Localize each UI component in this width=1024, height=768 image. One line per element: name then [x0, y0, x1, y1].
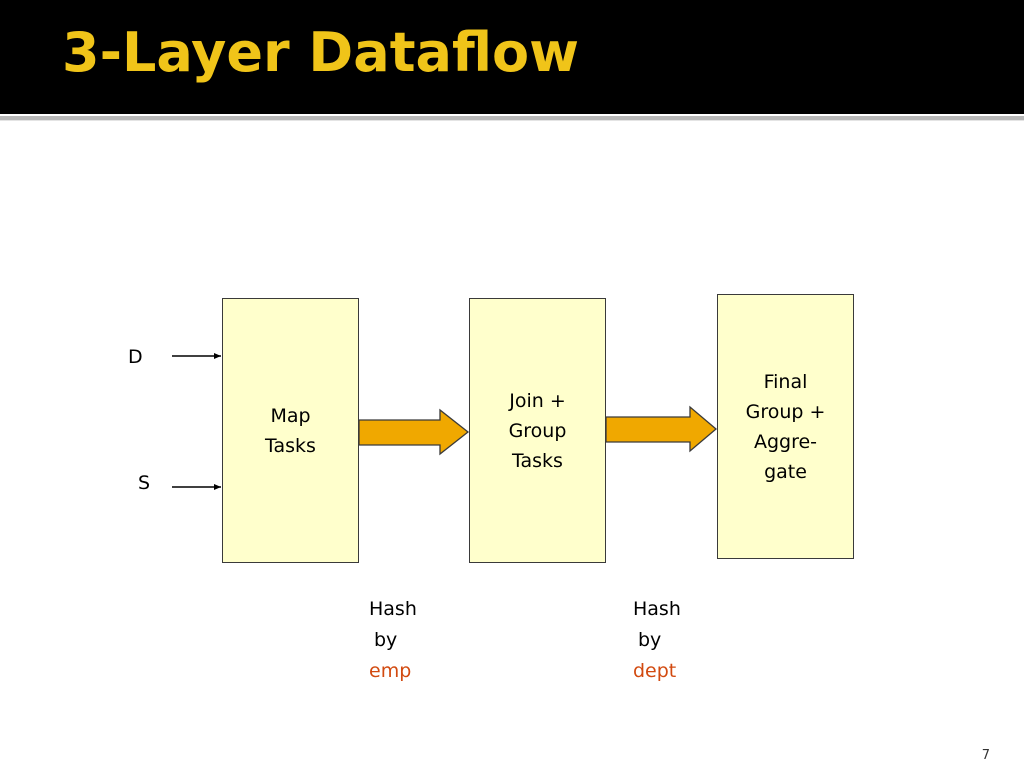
final-group-aggregate-label: Final Group + Aggre- gate: [745, 371, 826, 483]
join-group-tasks-box: Join + Group Tasks: [469, 298, 606, 563]
hash-label-line2: by: [638, 629, 662, 651]
hash-label-line1: Hash: [633, 598, 681, 620]
final-group-aggregate-box: Final Group + Aggre- gate: [717, 294, 854, 559]
input-label-d: D: [128, 346, 143, 368]
hash-by-emp: Hash by emp: [369, 594, 417, 687]
map-tasks-label: Map Tasks: [265, 405, 316, 457]
join-group-tasks-label: Join + Group Tasks: [508, 390, 567, 472]
input-label-s: S: [138, 472, 151, 494]
title-bar: 3-Layer Dataflow: [0, 0, 1024, 114]
map-tasks-box: Map Tasks: [222, 298, 359, 563]
title-divider: [0, 116, 1024, 121]
hash-key-dept: dept: [633, 660, 677, 682]
page-number: 7: [981, 748, 990, 763]
hash-key-emp: emp: [369, 660, 412, 682]
hash-label-line1: Hash: [369, 598, 417, 620]
slide-title: 3-Layer Dataflow: [62, 21, 579, 84]
hash-label-line2: by: [374, 629, 398, 651]
flow-arrow-join-to-final: [605, 405, 718, 453]
flow-arrow-map-to-join: [358, 408, 470, 456]
hash-by-dept: Hash by dept: [633, 594, 681, 687]
